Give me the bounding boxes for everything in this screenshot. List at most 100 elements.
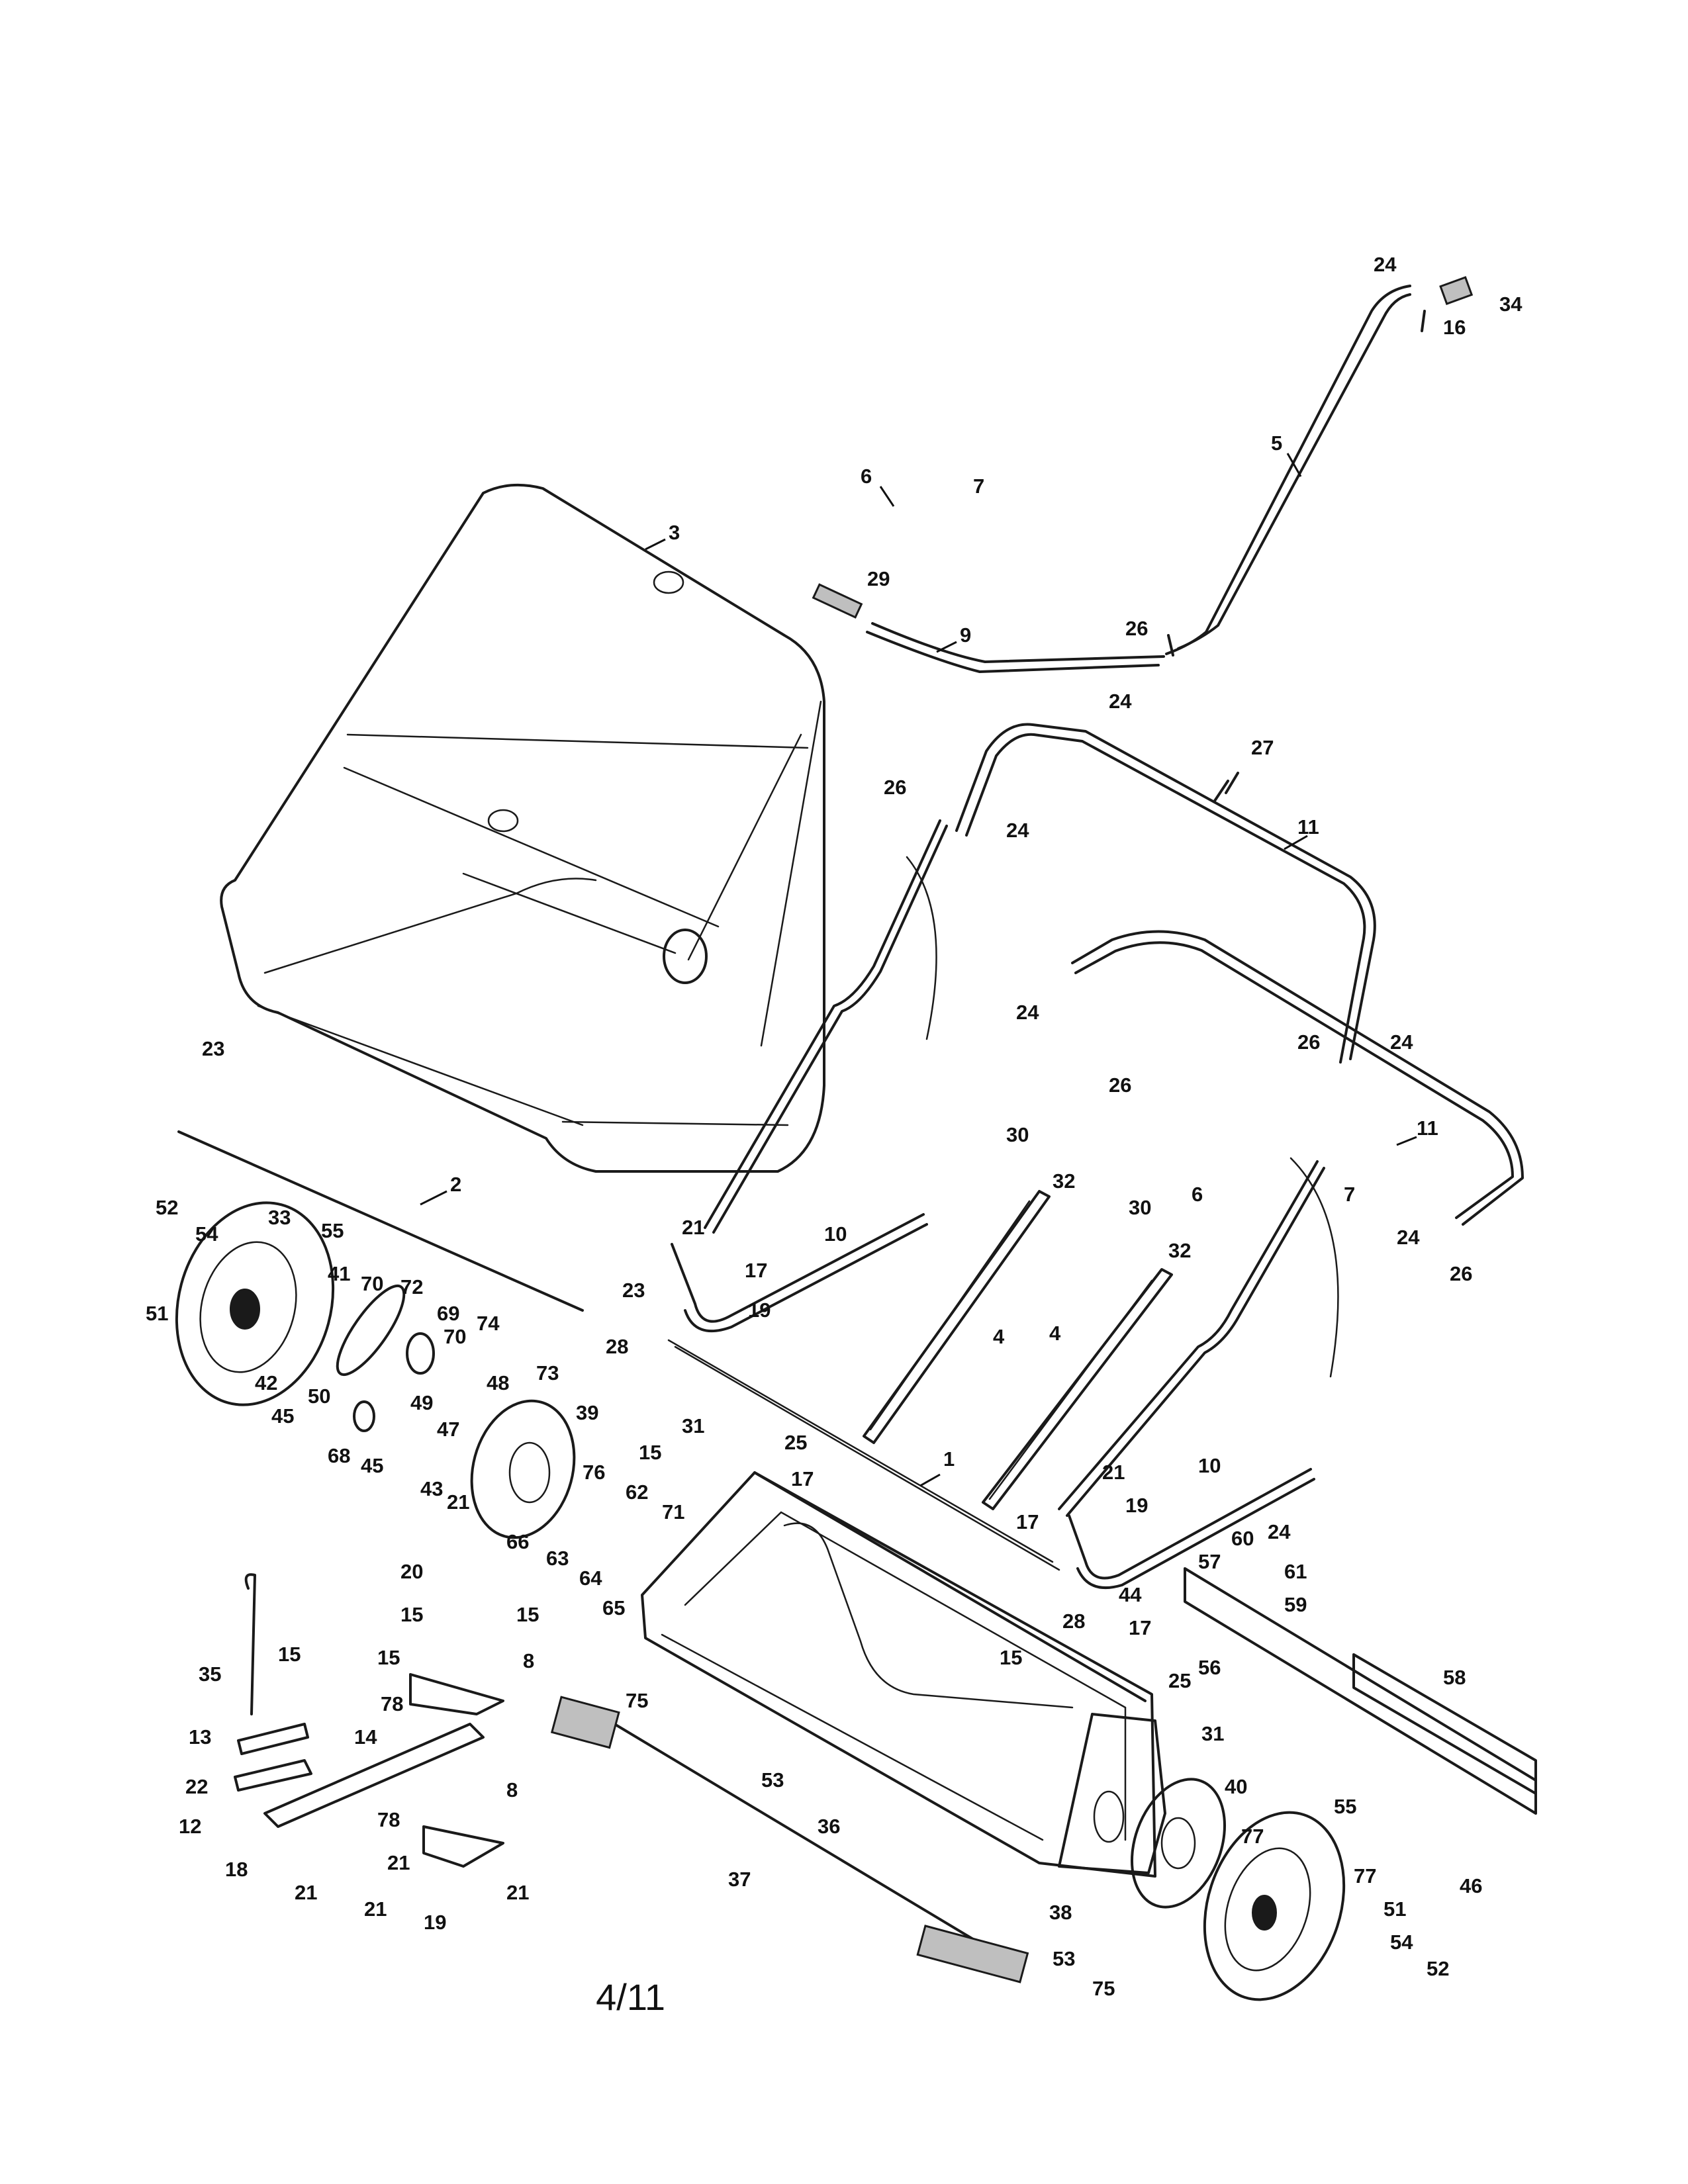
callout-64: 64 (579, 1567, 602, 1590)
callout-57: 57 (1198, 1550, 1221, 1573)
right-hub-drawing (1130, 1778, 1227, 1909)
callout-labels: 1 2 3 4 4 5 6 6 7 7 8 8 9 10 10 11 11 12… (146, 253, 1523, 2000)
callout-17: 17 (791, 1467, 814, 1490)
callout-10: 10 (1198, 1454, 1221, 1477)
callout-48: 48 (487, 1371, 509, 1394)
callout-28: 28 (1062, 1610, 1085, 1633)
callout-15: 15 (516, 1603, 539, 1626)
hopper-bag-drawing (220, 483, 825, 1173)
callout-17: 17 (1016, 1510, 1039, 1533)
callout-32: 32 (1168, 1239, 1191, 1262)
callout-23: 23 (622, 1279, 645, 1302)
callout-15: 15 (1000, 1646, 1022, 1669)
callout-74: 74 (477, 1312, 500, 1335)
callout-43: 43 (420, 1477, 443, 1500)
callout-8: 8 (523, 1649, 534, 1672)
page-number: 4/11 (596, 1976, 665, 2018)
callout-21: 21 (506, 1881, 529, 1904)
callout-77: 77 (1354, 1864, 1376, 1888)
callout-6: 6 (1192, 1183, 1203, 1206)
callout-24: 24 (1390, 1030, 1413, 1054)
callout-58: 58 (1443, 1666, 1466, 1689)
callout-69: 69 (437, 1302, 459, 1325)
callout-15: 15 (400, 1603, 423, 1626)
callout-53: 53 (761, 1768, 784, 1792)
callout-4: 4 (1049, 1322, 1061, 1345)
callout-55: 55 (321, 1219, 344, 1242)
callout-24: 24 (1109, 690, 1132, 713)
callout-71: 71 (662, 1500, 684, 1524)
callout-21: 21 (295, 1881, 317, 1904)
callout-33: 33 (268, 1206, 291, 1229)
callout-59: 59 (1284, 1593, 1307, 1616)
callout-51: 51 (1383, 1897, 1406, 1921)
lower-handle-drawing (812, 583, 1165, 673)
callout-70: 70 (444, 1325, 466, 1348)
callout-7: 7 (1344, 1183, 1355, 1206)
callout-13: 13 (189, 1725, 211, 1749)
callout-23: 23 (202, 1037, 224, 1060)
callout-24: 24 (1397, 1226, 1420, 1249)
callout-47: 47 (437, 1418, 459, 1441)
callout-54: 54 (1390, 1931, 1413, 1954)
callout-19: 19 (1125, 1494, 1148, 1517)
callout-70: 70 (361, 1272, 383, 1295)
callout-26: 26 (884, 776, 906, 799)
callout-21: 21 (364, 1897, 387, 1921)
callout-44: 44 (1119, 1583, 1142, 1606)
handle-frame-lower-drawing (1071, 772, 1524, 1226)
callout-34: 34 (1499, 293, 1523, 316)
callout-1: 1 (943, 1447, 955, 1471)
left-wheel-drawing (175, 1201, 335, 1406)
callout-26: 26 (1125, 617, 1148, 640)
callout-30: 30 (1006, 1123, 1029, 1146)
callout-30: 30 (1129, 1196, 1151, 1219)
callout-39: 39 (576, 1401, 598, 1424)
leader-lines (420, 453, 1417, 1487)
callout-15: 15 (278, 1643, 301, 1666)
callout-55: 55 (1334, 1795, 1356, 1818)
callout-4: 4 (993, 1325, 1005, 1348)
callout-75: 75 (626, 1689, 648, 1712)
callout-52: 52 (1427, 1957, 1449, 1980)
callout-63: 63 (546, 1547, 569, 1570)
callout-18: 18 (225, 1858, 248, 1881)
callout-21: 21 (1102, 1461, 1125, 1484)
callout-25: 25 (784, 1431, 807, 1454)
callout-52: 52 (156, 1196, 178, 1219)
callout-5: 5 (1271, 432, 1282, 455)
callout-6: 6 (861, 465, 872, 488)
callout-24: 24 (1006, 819, 1029, 842)
callout-7: 7 (973, 475, 984, 498)
callout-31: 31 (682, 1414, 704, 1437)
callout-60: 60 (1231, 1527, 1254, 1550)
callout-3: 3 (669, 521, 680, 544)
right-arm-set-drawing (1058, 1157, 1339, 1590)
callout-8: 8 (506, 1778, 518, 1801)
callout-51: 51 (146, 1302, 168, 1325)
callout-37: 37 (728, 1868, 751, 1891)
callout-77: 77 (1241, 1825, 1264, 1848)
callout-15: 15 (639, 1441, 661, 1464)
callout-40: 40 (1225, 1775, 1247, 1798)
callout-21: 21 (682, 1216, 704, 1239)
callout-38: 38 (1049, 1901, 1072, 1924)
brush-bars-drawing (863, 1190, 1173, 1510)
callout-32: 32 (1053, 1169, 1075, 1193)
callout-12: 12 (179, 1815, 201, 1838)
callout-73: 73 (536, 1361, 559, 1385)
callout-49: 49 (410, 1391, 433, 1414)
callout-53: 53 (1053, 1947, 1075, 1970)
callout-24: 24 (1268, 1520, 1291, 1543)
callout-24: 24 (1374, 253, 1397, 276)
callout-20: 20 (400, 1560, 423, 1583)
callout-15: 15 (377, 1646, 400, 1669)
callout-31: 31 (1201, 1722, 1224, 1745)
left-arm-set-drawing (671, 819, 948, 1333)
callout-26: 26 (1450, 1262, 1472, 1285)
callout-76: 76 (583, 1461, 605, 1484)
callout-78: 78 (377, 1808, 400, 1831)
axle-rods-drawing (177, 1130, 1060, 1571)
